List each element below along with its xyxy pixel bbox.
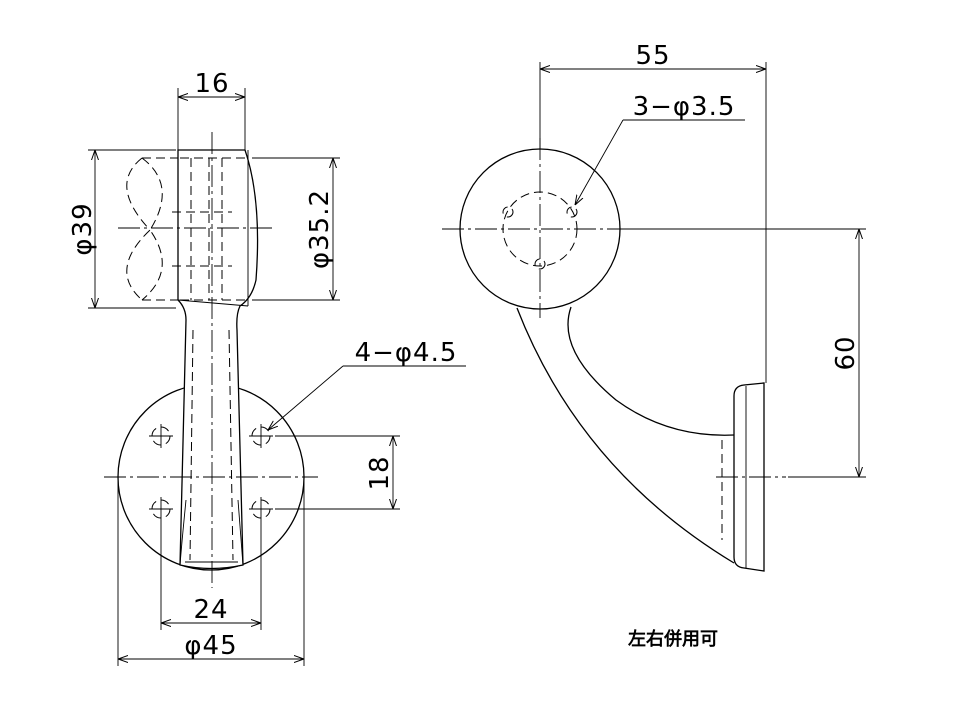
dim-holes-front: 4−φ4.5 (268, 338, 466, 430)
mounting-hole (249, 497, 273, 521)
side-arm (516, 307, 735, 564)
mounting-hole (149, 497, 173, 521)
head-hole (502, 206, 514, 218)
dim-dia-right: φ35.2 (252, 157, 340, 301)
dim-length-label: 55 (635, 41, 670, 71)
front-flare-left (179, 499, 187, 566)
front-view: 16 φ39 φ35.2 4−φ4.5 18 (68, 69, 466, 666)
hidden-lobe-right (141, 157, 163, 301)
dim-width-top-label: 16 (194, 69, 229, 99)
dim-length: 55 (539, 41, 767, 383)
front-neck-line (177, 299, 249, 307)
side-view: 55 3−φ3.5 60 (442, 41, 866, 572)
head-hole (566, 206, 578, 218)
side-arm-inner (567, 306, 735, 436)
side-wall-plate (733, 382, 765, 572)
dim-holes-front-label: 4−φ4.5 (355, 338, 458, 368)
dim-hole-vertical-label: 18 (365, 455, 395, 490)
usage-note: 左右併用可 (628, 628, 718, 650)
dim-dia-right-label: φ35.2 (305, 189, 335, 269)
hidden-stem-left (189, 329, 194, 561)
dim-dia-left-label: φ39 (68, 202, 98, 255)
dim-base-dia: φ45 (117, 478, 305, 666)
head-hole (534, 258, 546, 270)
dim-hole-vertical: 18 (275, 435, 400, 510)
front-bracket-body (177, 149, 259, 570)
dim-width-top: 16 (177, 69, 246, 150)
mounting-hole (149, 424, 173, 448)
dim-holes-side: 3−φ3.5 (575, 92, 745, 205)
dim-dia-left: φ39 (68, 149, 176, 309)
dim-height: 60 (622, 228, 866, 478)
dim-hole-spacing-label: 24 (193, 595, 228, 625)
mounting-hole (249, 424, 273, 448)
dim-base-dia-label: φ45 (184, 631, 237, 661)
hidden-stem-right (228, 329, 234, 561)
dim-height-label: 60 (831, 335, 861, 370)
dim-holes-side-label: 3−φ3.5 (633, 92, 736, 122)
dim-hole-spacing: 24 (160, 521, 262, 630)
hidden-lobe-left (126, 157, 151, 301)
front-flare-right (237, 499, 244, 566)
